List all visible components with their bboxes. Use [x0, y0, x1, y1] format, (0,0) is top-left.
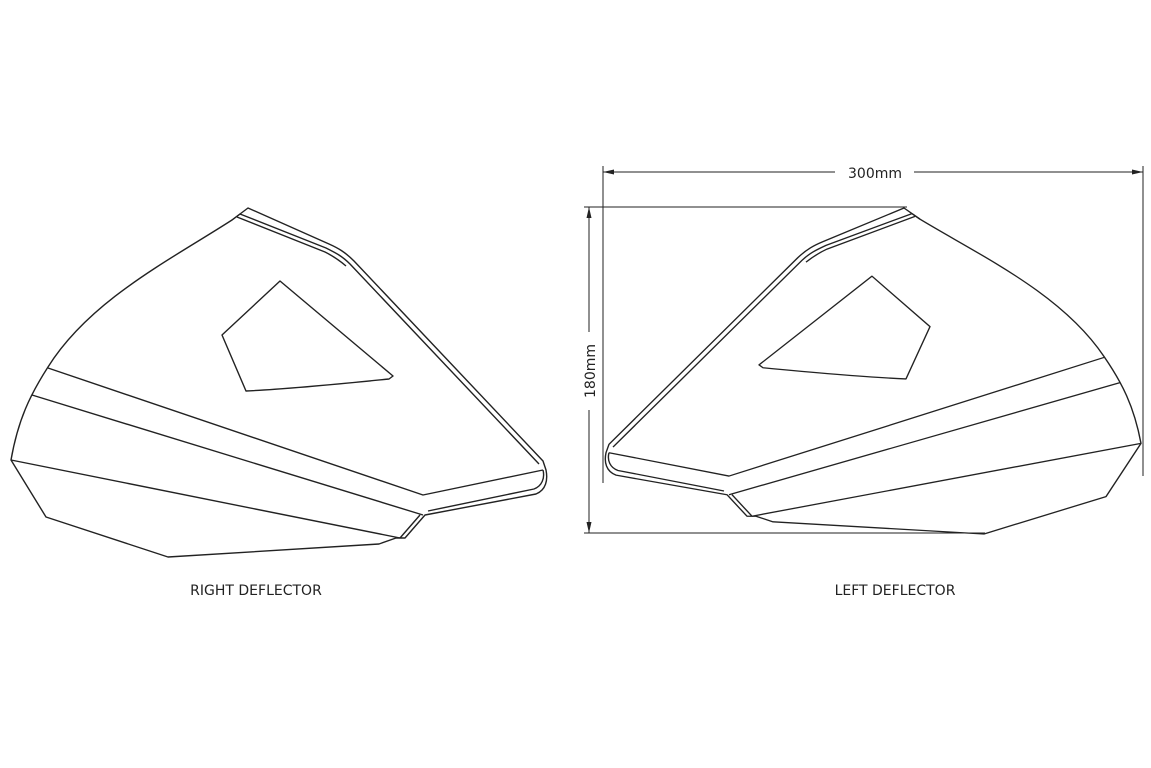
width-dimension-label: 300mm: [848, 166, 902, 182]
arrow-down-icon: [586, 522, 592, 533]
right-deflector-label: RIGHT DEFLECTOR: [190, 583, 322, 599]
left-deflector-drawing: [604, 207, 1142, 535]
arrow-up-icon: [586, 207, 592, 218]
right-deflector-drawing: [10, 207, 548, 558]
arrow-right-icon: [1132, 169, 1143, 175]
left-deflector-label: LEFT DEFLECTOR: [835, 583, 956, 599]
height-dimension-label: 180mm: [583, 344, 599, 398]
height-dimension: [584, 206, 985, 534]
width-dimension: [602, 166, 1144, 483]
arrow-left-icon: [603, 169, 614, 175]
